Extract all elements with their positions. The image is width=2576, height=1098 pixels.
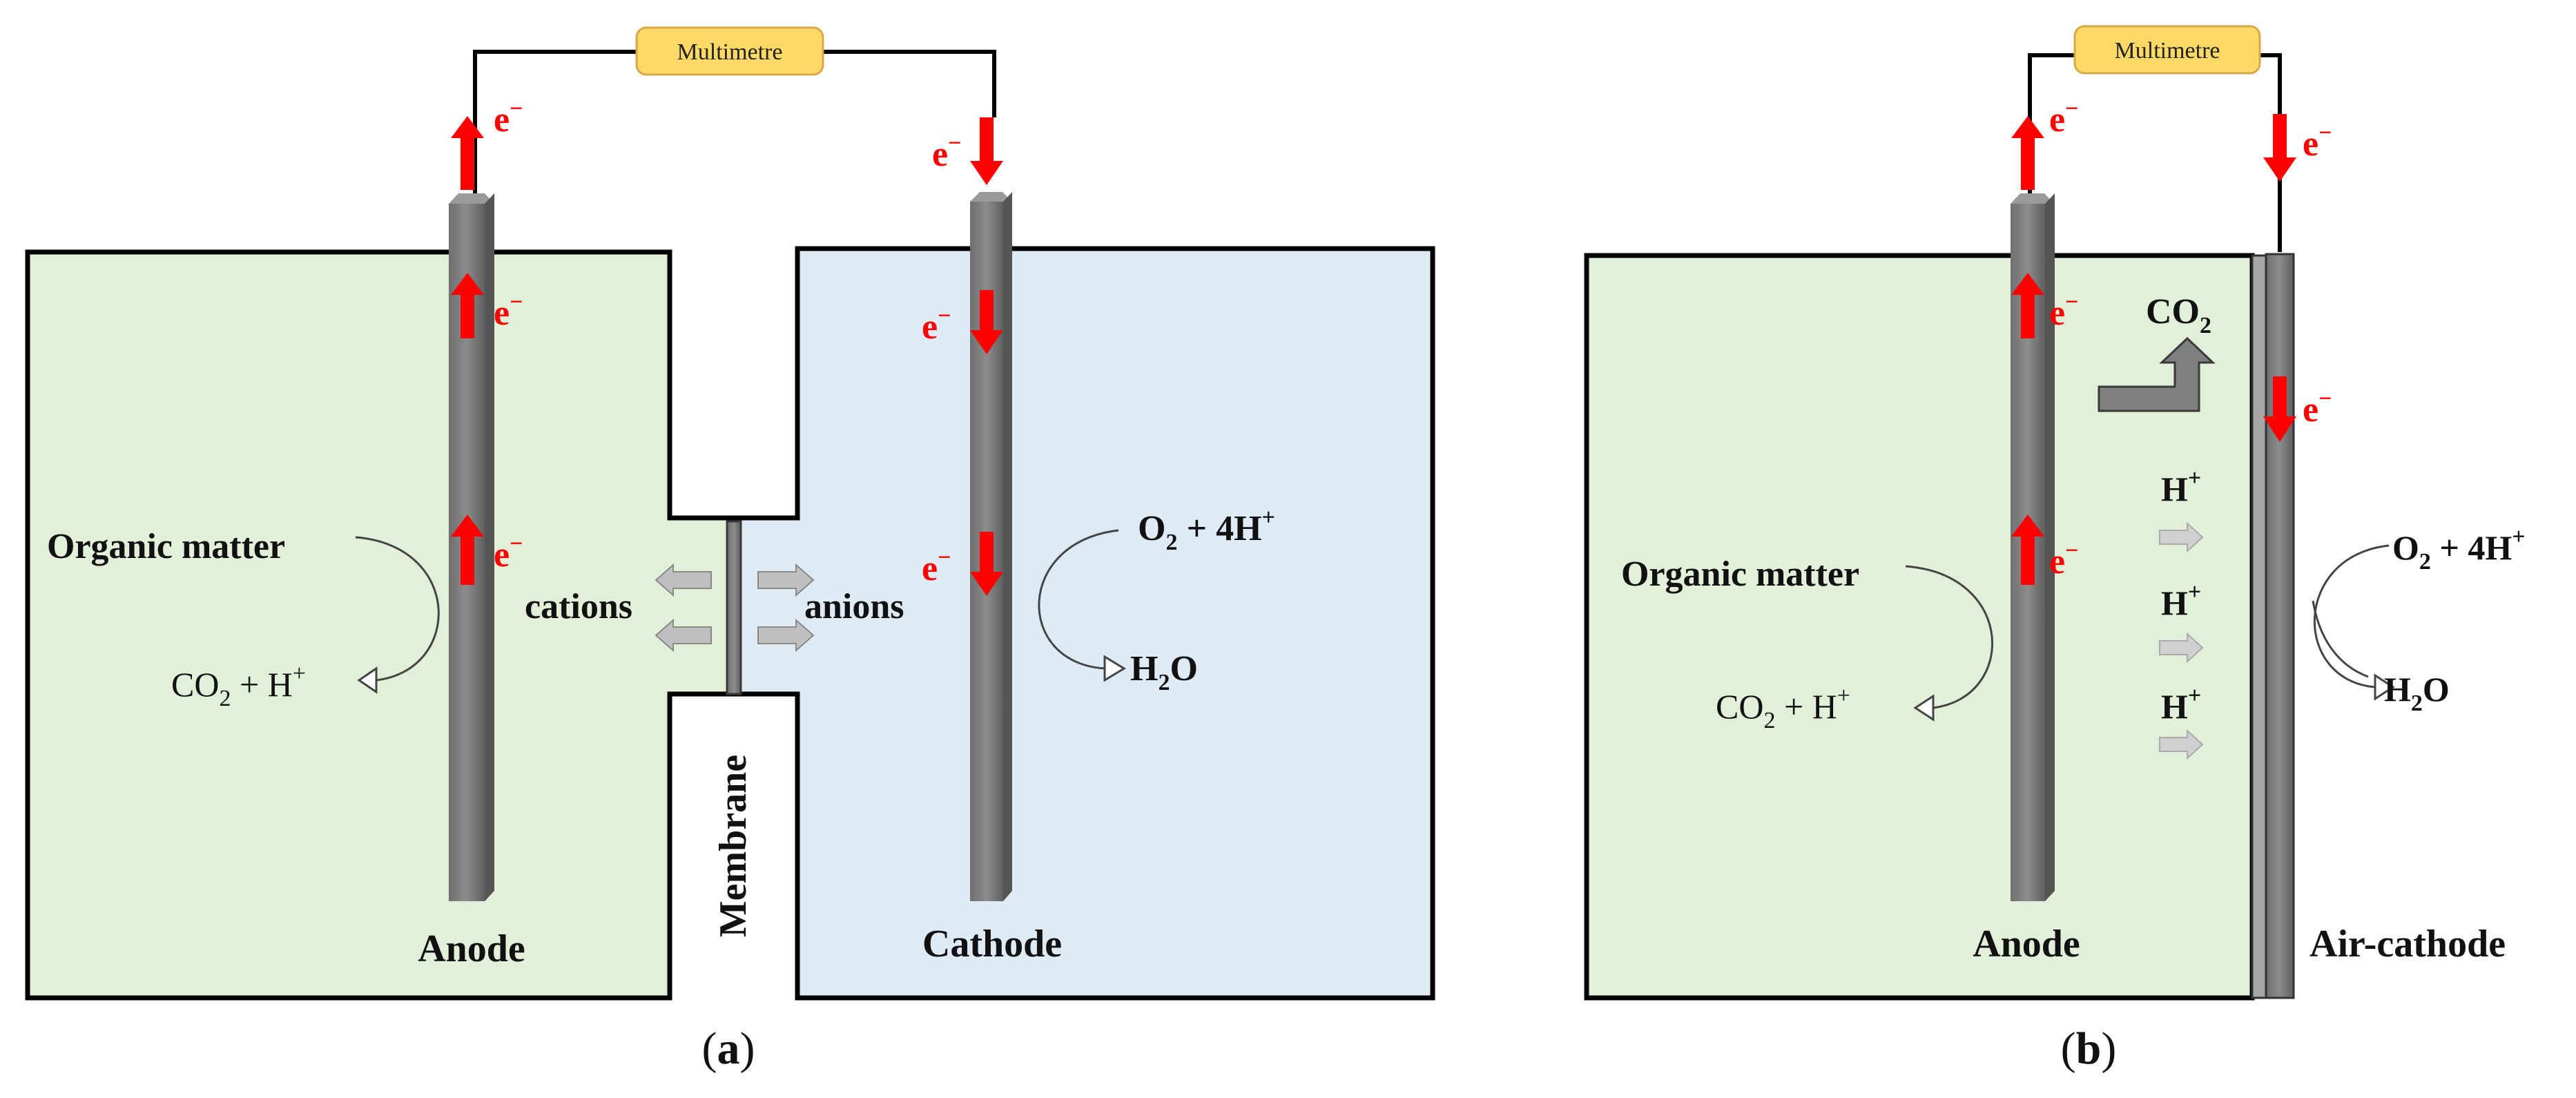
caption-b: (b) [2061,1023,2117,1074]
multimeter-box-b [2073,25,2261,75]
electron-label: e− [2303,120,2332,164]
circuit-wire-b [2028,53,2282,252]
reaction-curve-head [1913,694,1935,722]
electron-label: e− [494,531,523,575]
electron-label: e− [922,303,951,347]
proton-label: H+ [2161,579,2201,622]
electron-arrow-down-3 [970,532,1003,596]
reaction-curve-cathode-b2 [2312,600,2369,678]
o2-4h-label: O2 + 4H+ [1138,505,1275,555]
anode-label-b: Anode [1973,923,2080,965]
electron-arrow-up-1 [451,116,484,190]
reaction-curve-head [357,666,378,694]
electron-label: e− [2049,289,2078,333]
organic-matter-label-b: Organic matter [1621,555,1859,594]
anions-label: anions [804,587,904,626]
panel-a: Multimetre [25,26,1435,1074]
proton-label: H+ [2161,683,2201,726]
reaction-curve-head [2374,673,2395,701]
multimeter-label-a: Multimetre [677,39,783,65]
electron-label: e− [494,289,523,333]
electron-arrow-down-1 [970,117,1003,185]
co2-escape-arrow [2098,336,2216,412]
proton-arrow [2159,729,2204,760]
electron-label: e− [2303,386,2332,430]
air-cathode-plate [2251,253,2295,999]
cathode-label-a: Cathode [922,923,1062,965]
multimeter-box-a [635,26,824,76]
proton-label: H+ [2161,465,2201,508]
electron-arrow-down-2 [970,290,1003,354]
cations-label: cations [525,587,632,626]
membrane-label: Membrane [712,755,755,937]
electron-arrow-down-b2 [2263,376,2296,442]
co2-h-label-b: CO2 + H+ [1716,683,1850,733]
electron-arrow-up-3 [451,514,484,585]
electron-label: e− [494,96,523,139]
h2o-label-b: H2O [2384,670,2450,716]
anode-label-a: Anode [418,927,525,970]
caption-a: (a) [702,1023,755,1074]
co2-h-label: CO2 + H+ [171,661,306,711]
anode-chamber-b [1584,253,2255,1001]
cation-arrows [655,563,712,653]
reaction-curve-head [1103,655,1126,682]
reaction-curve-cathode-a [1038,529,1119,670]
proton-arrow [2159,521,2204,553]
electron-label: e− [932,131,961,174]
electron-arrow-up-2 [451,273,484,338]
electron-label: e− [922,545,951,588]
air-cathode-label: Air-cathode [2309,923,2506,965]
reaction-curve-anode-b [1905,565,1993,709]
proton-arrow [2159,632,2204,664]
electron-arrow-down-b1 [2263,114,2296,182]
h2o-label: H2O [1130,649,1198,695]
multimeter-label-b: Multimetre [2115,38,2220,64]
panel-b: Multimetre e− e− e− [1584,25,2526,1074]
electron-arrow-up-b1 [2011,116,2044,190]
electron-label: e− [2049,96,2078,139]
reaction-curve-anode-a [355,536,440,682]
co2-label-b: CO2 [2146,292,2211,338]
o2-4h-label-b: O2 + 4H+ [2392,524,2526,575]
electron-arrow-up-b3 [2011,514,2044,585]
electron-label: e− [2049,538,2078,581]
reaction-curve-cathode-b [2314,544,2390,688]
organic-matter-label: Organic matter [47,527,285,566]
electron-arrow-up-b2 [2011,273,2044,338]
anion-arrows [757,563,815,653]
membrane [726,520,742,695]
